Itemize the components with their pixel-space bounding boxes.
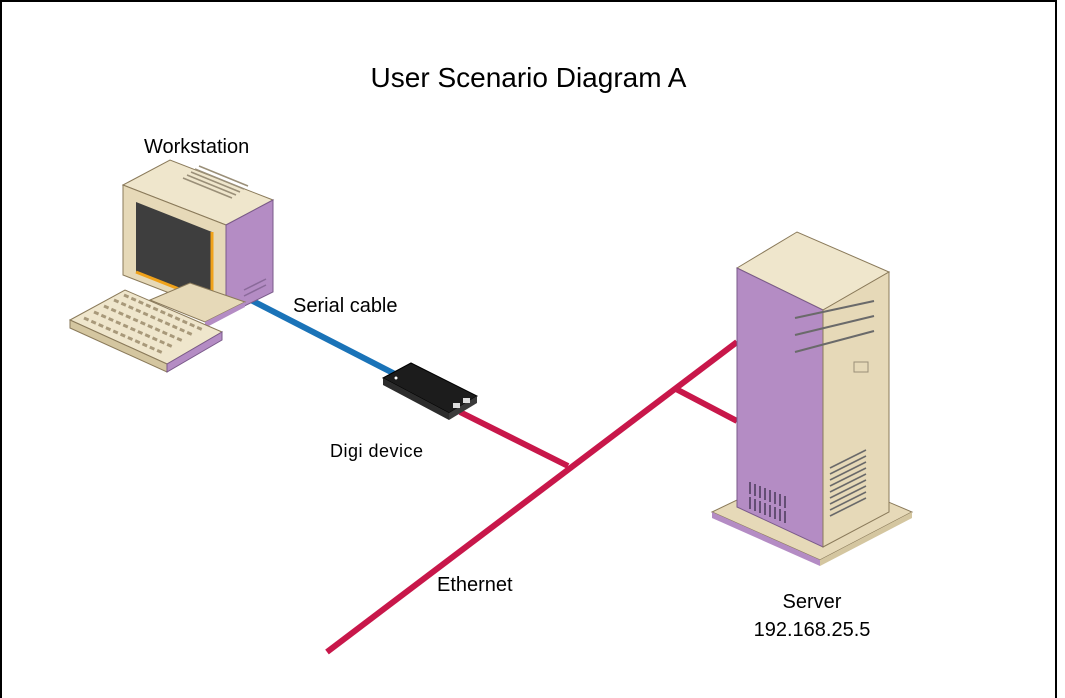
server-ip: 192.168.25.5 bbox=[753, 619, 871, 641]
ethernet-label: Ethernet bbox=[437, 574, 513, 596]
keyboard-icon bbox=[68, 289, 224, 373]
ethernet-cable bbox=[325, 339, 739, 655]
diagram-title: User Scenario Diagram A bbox=[370, 62, 687, 93]
digi-device-icon bbox=[381, 362, 479, 420]
workstation-icon bbox=[121, 159, 275, 328]
server-label: Server bbox=[782, 591, 842, 613]
server-icon bbox=[710, 231, 914, 566]
workstation-label: Workstation bbox=[144, 136, 250, 158]
serial-cable bbox=[241, 293, 397, 377]
server-label-block: Server 192.168.25.5 bbox=[722, 588, 902, 644]
digi-device-label: Digi device bbox=[330, 441, 424, 461]
serial-cable-label: Serial cable bbox=[293, 295, 398, 317]
